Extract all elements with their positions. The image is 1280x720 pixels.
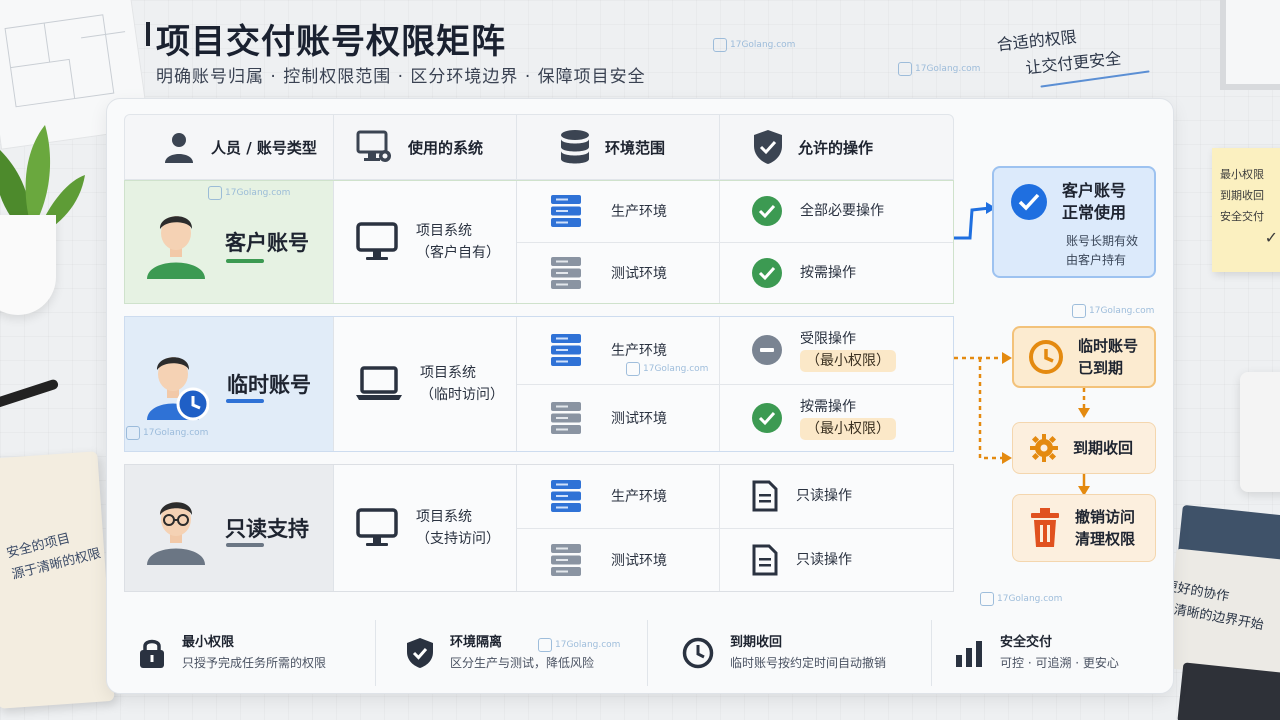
permission-row: 测试环境 只读操作 [517, 528, 953, 592]
permission-row: 测试环境 按需操作（最小权限） [517, 384, 953, 452]
watermark: 17Golang.com [898, 62, 980, 76]
env-cell: 测试环境 [517, 242, 720, 303]
server-blue-icon [551, 195, 581, 228]
op-cell: 只读操作 [720, 465, 953, 528]
permission-row: 生产环境 全部必要操作 [517, 181, 953, 243]
sticky-note: 最小权限 到期收回 安全交付 ✓ [1212, 148, 1280, 272]
env-cell: 生产环境 [517, 465, 720, 528]
system-cell-temporary: 项目系统（临时访问） [334, 317, 517, 451]
customer-avatar-icon [147, 216, 205, 279]
user-type-label: 临时账号 [227, 373, 311, 397]
principle-env-isolation: 环境隔离区分生产与测试，降低风险 [376, 620, 648, 686]
accent-line [226, 543, 264, 547]
group-readonly-support: 只读支持 项目系统（支持访问） 生产环境 只读操作 [124, 464, 954, 592]
page-subtitle: 明确账号归属 · 控制权限范围 · 区分环境边界 · 保障项目安全 [156, 67, 646, 87]
picture-frame [1220, 0, 1280, 90]
server-gray-icon [551, 401, 581, 434]
lock-icon [140, 639, 164, 668]
watermark: 17Golang.com [980, 592, 1062, 606]
env-cell: 测试环境 [517, 528, 720, 591]
server-blue-icon [551, 334, 581, 367]
watermark: 17Golang.com [126, 426, 208, 440]
laptop-icon [356, 366, 402, 400]
watermark: 17Golang.com [538, 638, 620, 652]
principle-secure-delivery: 安全交付可控 · 可追溯 · 更安心 [932, 620, 1160, 686]
accent-line [226, 399, 264, 403]
check-circle-icon [752, 196, 782, 227]
flow-down-arrows [1078, 388, 1090, 496]
principles-bar: 最小权限只授予完成任务所需的权限 环境隔离区分生产与测试，降低风险 到期收回临时… [124, 620, 1160, 686]
accent-line [226, 259, 264, 263]
reclaim-card: 到期收回 [1012, 422, 1156, 474]
env-cell: 生产环境 [517, 317, 720, 384]
group-temporary-account: 临时账号 项目系统（临时访问） 生产环境 受限操作（最小权限） [124, 316, 954, 452]
user-type-label: 客户账号 [225, 231, 309, 255]
monitor-icon [356, 222, 398, 260]
title-mark [146, 22, 150, 46]
permission-row: 测试环境 按需操作 [517, 242, 953, 304]
principle-least-privilege: 最小权限只授予完成任务所需的权限 [124, 620, 376, 686]
check-circle-icon [752, 257, 782, 288]
system-cell-readonly: 项目系统（支持访问） [334, 465, 517, 591]
temporary-expired-card: 临时账号已到期 [1012, 326, 1156, 388]
permission-row: 生产环境 只读操作 [517, 465, 953, 529]
op-cell: 全部必要操作 [720, 181, 953, 242]
customer-normal-use-card: 客户账号正常使用 账号长期有效由客户持有 [992, 166, 1156, 278]
support-avatar-glasses-icon [147, 502, 205, 565]
plant-pot [0, 215, 56, 315]
page-title: 项目交付账号权限矩阵 [156, 22, 506, 62]
revoke-card: 撤销访问清理权限 [1012, 494, 1156, 562]
shield-check-icon [754, 130, 782, 164]
header-system: 使用的系统 [334, 115, 517, 179]
database-icon [561, 130, 589, 164]
check-circle-icon [1011, 184, 1047, 220]
clock-icon [1029, 340, 1063, 374]
minus-circle-icon [752, 335, 782, 366]
op-note-pill: （最小权限） [800, 417, 896, 440]
watermark: 17Golang.com [626, 362, 708, 376]
server-gray-icon [551, 256, 581, 289]
watermark: 17Golang.com [713, 38, 795, 52]
user-type-label: 只读支持 [225, 517, 309, 541]
op-note-pill: （最小权限） [800, 350, 896, 373]
op-cell: 按需操作 [720, 243, 953, 304]
header-operations: 允许的操作 [720, 115, 953, 179]
system-cell-customer: 项目系统（客户自有） [334, 181, 517, 303]
user-cell-temporary: 临时账号 [125, 317, 334, 451]
trash-icon [1031, 508, 1059, 547]
server-gray-icon [551, 543, 581, 576]
monitor-gear-icon [356, 130, 391, 162]
watermark: 17Golang.com [1072, 304, 1154, 318]
user-cell-customer: 客户账号 [125, 181, 334, 303]
flow-connectors [954, 202, 1012, 464]
op-cell: 按需操作（最小权限） [720, 385, 953, 452]
env-cell: 生产环境 [517, 181, 720, 242]
temporary-avatar-clock-icon [147, 357, 209, 421]
principle-expiry-reclaim: 到期收回临时账号按约定时间自动撤销 [648, 620, 932, 686]
server-blue-icon [551, 480, 581, 513]
blueprint-paper [0, 0, 150, 150]
matrix-header: 人员 / 账号类型 使用的系统 环境范围 允许的操作 [124, 114, 954, 180]
pen-cup [1240, 372, 1280, 492]
person-icon [165, 133, 193, 163]
check-circle-icon [752, 402, 782, 433]
env-cell: 测试环境 [517, 384, 720, 451]
group-customer-account: 客户账号 项目系统（客户自有） 生产环境 全部必要操作 [124, 180, 954, 304]
document-icon [752, 480, 778, 512]
user-cell-readonly: 只读支持 [125, 465, 334, 591]
header-user-type: 人员 / 账号类型 [125, 115, 334, 179]
permission-row: 生产环境 受限操作（最小权限） [517, 317, 953, 385]
op-cell: 受限操作（最小权限） [720, 317, 953, 384]
document-icon [752, 544, 778, 576]
shield-check-icon [407, 638, 433, 668]
header-environment: 环境范围 [517, 115, 720, 179]
watermark: 17Golang.com [208, 186, 290, 200]
gear-icon [1030, 434, 1058, 462]
monitor-icon [356, 508, 398, 546]
clock-icon [682, 637, 714, 669]
op-cell: 只读操作 [720, 529, 953, 592]
bar-chart-icon [956, 641, 982, 667]
